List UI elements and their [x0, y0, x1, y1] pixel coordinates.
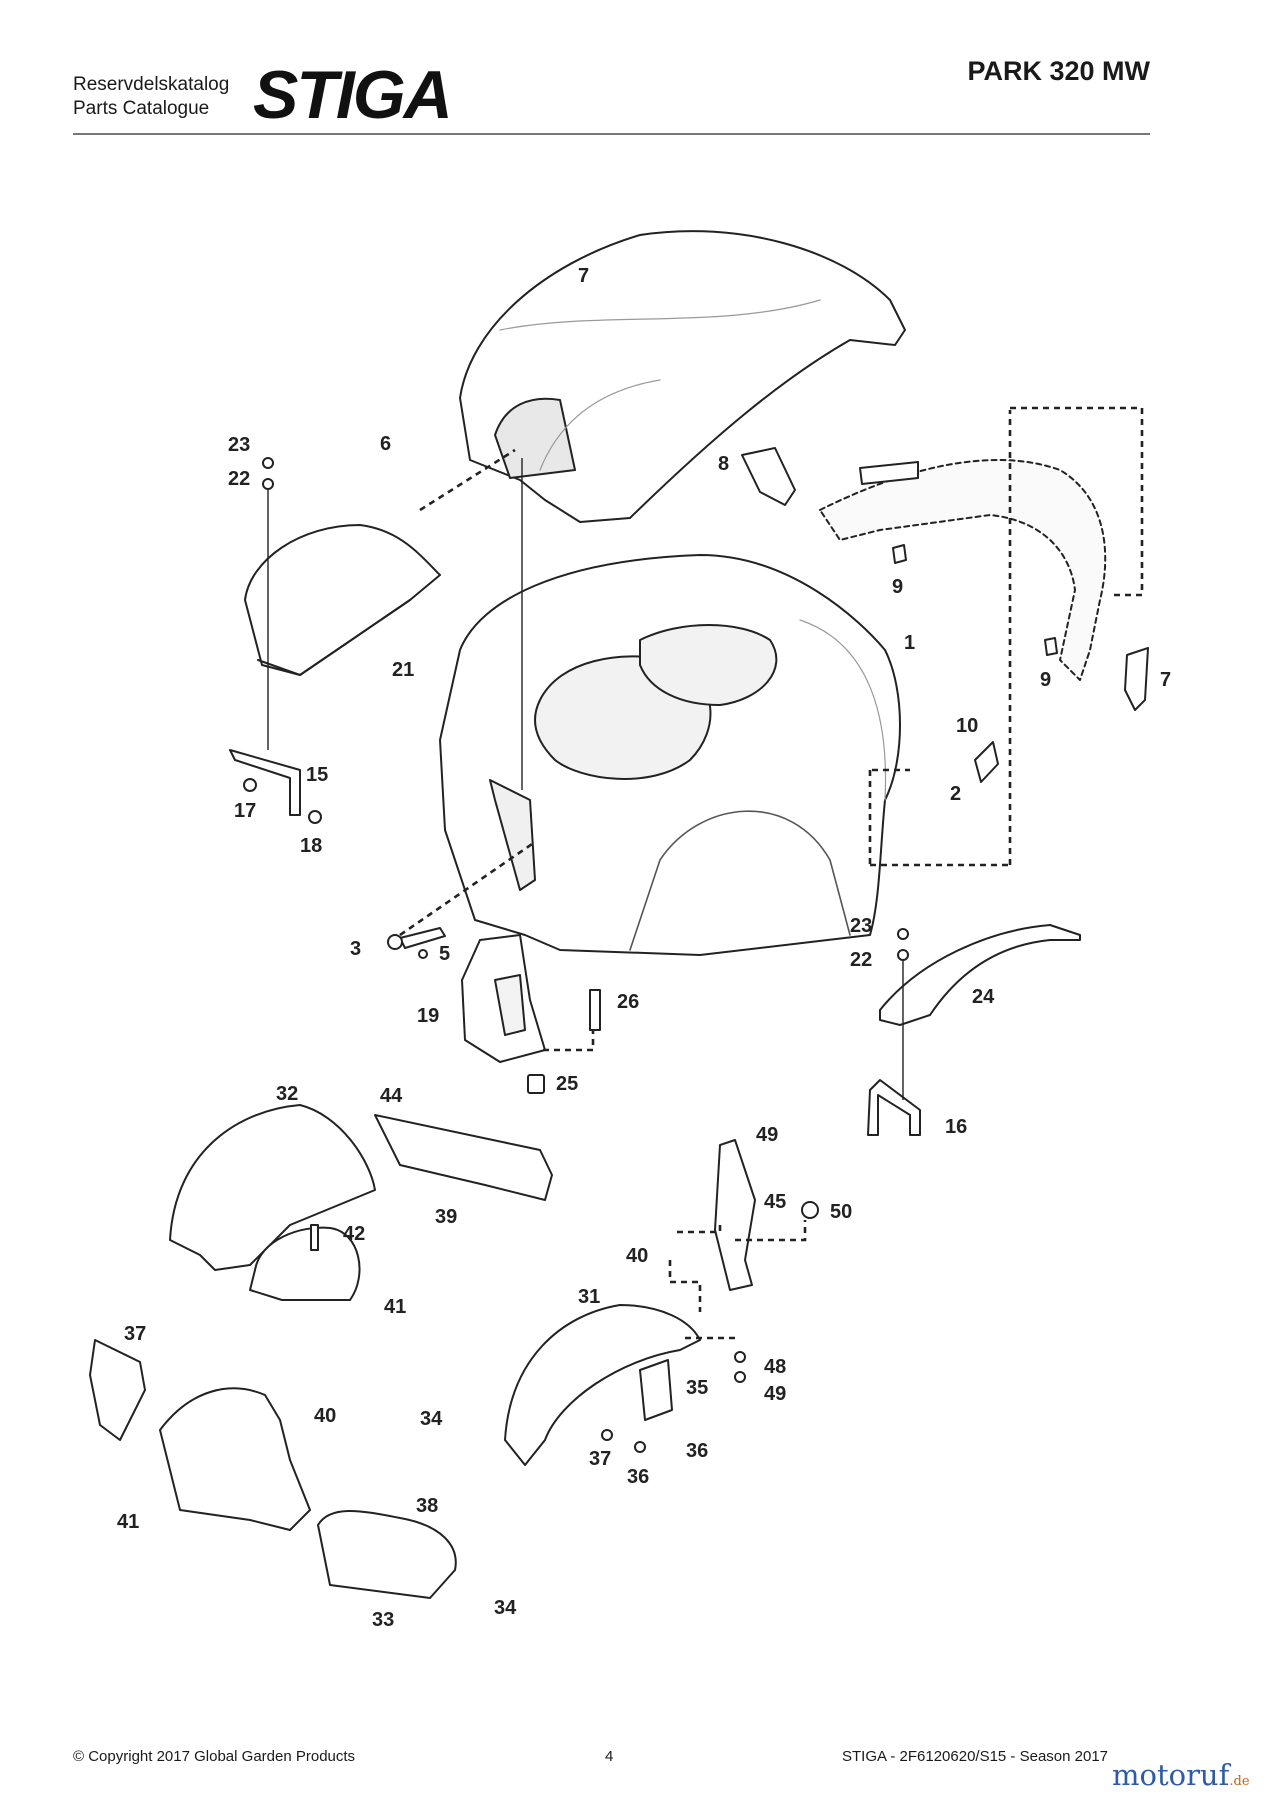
callout-23-a: 23: [228, 434, 250, 456]
callout-22-b: 22: [850, 949, 872, 971]
callout-44: 42: [343, 1223, 365, 1245]
callout-25: 25: [556, 1073, 578, 1095]
footer-copyright: © Copyright 2017 Global Garden Products: [73, 1748, 356, 1765]
callout-48: 48: [764, 1356, 786, 1378]
callout-1: 1: [904, 632, 915, 654]
callout-26: 26: [617, 991, 639, 1013]
callout-37: 37: [589, 1448, 611, 1470]
callout-46: 44: [380, 1085, 403, 1107]
callout-45: 45: [764, 1191, 786, 1213]
callout-22-a: 22: [228, 468, 250, 490]
shield-part: [244, 524, 441, 676]
stiga-logo: STIGA: [253, 62, 453, 126]
callout-4: 6: [380, 433, 391, 455]
callout-47: 49: [756, 1124, 778, 1146]
callout-23-b: 23: [850, 915, 872, 937]
callout-38: 38: [416, 1495, 438, 1517]
callout-9-b: 9: [1040, 669, 1051, 691]
callout-21: 21: [392, 659, 414, 681]
hood-part: [459, 230, 906, 523]
callout-3: 3: [350, 938, 361, 960]
callout-35: 35: [686, 1377, 708, 1399]
callout-19: 19: [417, 1005, 439, 1027]
callout-16: 16: [945, 1116, 967, 1138]
callout-31: 31: [578, 1286, 600, 1308]
fender-32: [169, 1104, 376, 1271]
callout-40-a: 39: [435, 1206, 457, 1228]
callout-32: 32: [276, 1083, 298, 1105]
callout-5: 5: [439, 943, 450, 965]
callout-33: 33: [372, 1609, 394, 1631]
watermark-main: motoruf: [1112, 1758, 1230, 1792]
callout-36-b: 36: [627, 1466, 649, 1488]
callout-34-b: 34: [494, 1597, 517, 1619]
callout-9-a: 9: [892, 576, 903, 598]
callout-24: 24: [972, 986, 995, 1008]
callout-36-a: 36: [686, 1440, 708, 1462]
callout-34-a: 34: [420, 1408, 443, 1430]
callout-50: 50: [830, 1201, 852, 1223]
footer-doc-id: STIGA - 2F6120620/S15 - Season 2017: [842, 1748, 1109, 1765]
callout-18: 18: [300, 835, 322, 857]
brand-logo-text: STIGA: [253, 62, 451, 126]
rear-fender-right: [879, 924, 1081, 1026]
part-callouts: 7 6 23 22 8 9 1 9 7 10 2 21 15 17 18 3 5…: [117, 265, 1171, 1631]
callout-10: 10: [956, 715, 978, 737]
callout-2: 2: [950, 783, 961, 805]
callout-39: 37: [124, 1323, 146, 1345]
footer-page-number: 4: [605, 1748, 614, 1765]
catalog-title: Reservdelskatalog Parts Catalogue: [73, 73, 229, 121]
callout-40-b: 40: [626, 1245, 648, 1267]
header-divider: [73, 133, 1150, 135]
callout-15: 15: [306, 764, 328, 786]
callout-17: 17: [234, 800, 256, 822]
watermark-suffix: .de: [1229, 1774, 1250, 1789]
model-name: PARK 320 MW: [967, 56, 1150, 86]
catalog-title-en: Parts Catalogue: [73, 98, 210, 119]
callout-7: 7: [1160, 669, 1171, 691]
callout-49: 49: [764, 1383, 786, 1405]
callout-8: 8: [718, 453, 729, 475]
fender-31: [504, 1304, 701, 1466]
callout-6: 7: [578, 265, 589, 287]
watermark: motoruf.de: [1112, 1758, 1250, 1792]
callout-43: 41: [384, 1296, 406, 1318]
catalog-title-sv: Reservdelskatalog: [73, 74, 230, 95]
callout-41: 40: [314, 1405, 336, 1427]
callout-42: 41: [117, 1511, 139, 1533]
